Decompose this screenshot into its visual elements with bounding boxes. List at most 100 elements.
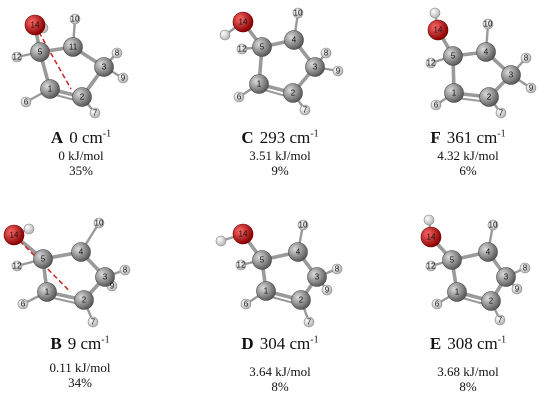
atom-label-H12: 12 [427, 59, 436, 68]
unit-exponent: -1 [310, 128, 319, 140]
atom-label-C1: 1 [455, 288, 460, 297]
atom-C4 [478, 242, 498, 262]
conformer-letter: F [430, 128, 441, 147]
frequency: 308 cm [447, 334, 498, 353]
atom-C3 [305, 57, 325, 77]
atom-H8 [331, 263, 343, 275]
atom-label-H6: 6 [237, 93, 242, 102]
atom-H7 [303, 316, 315, 328]
atom-H6 [233, 91, 245, 103]
atom-C5 [443, 46, 463, 66]
atom-label-H12: 12 [427, 262, 436, 271]
atom-H10 [69, 13, 81, 25]
atom-label-H10: 10 [95, 219, 104, 228]
atom-label-C1: 1 [45, 288, 50, 297]
atom-label-H9: 9 [336, 67, 341, 76]
atom-H10 [482, 18, 494, 30]
atom-O [427, 19, 449, 41]
atom-label-H7: 7 [93, 109, 98, 118]
atom-C3 [501, 65, 521, 85]
relative-energy: 0 kJ/mol [58, 148, 104, 163]
atom-label-H8: 8 [335, 265, 340, 274]
atom-O [232, 223, 254, 245]
atom-label-H6: 6 [435, 300, 440, 309]
atom-O [3, 224, 25, 246]
atom-label-C5: 5 [41, 255, 46, 264]
atom-H12 [235, 259, 247, 271]
atom-C4 [63, 37, 83, 57]
atom-C1 [447, 282, 467, 302]
population: 8% [271, 379, 289, 394]
atom-label-H9: 9 [110, 282, 115, 291]
atom-C4 [288, 242, 308, 262]
atom-H9 [525, 82, 537, 94]
atom-label-O: 14 [31, 21, 40, 30]
atom-H14 [23, 223, 35, 235]
atom-label-C3: 3 [102, 63, 107, 72]
atom-label-C2: 2 [82, 296, 87, 305]
population: 9% [271, 163, 289, 178]
frequency: 293 cm [259, 128, 311, 147]
atom-label-C4: 4 [292, 36, 297, 45]
atom-O [420, 226, 442, 248]
atom-label-H9: 9 [529, 84, 534, 93]
atom-C5 [442, 250, 462, 270]
atom-label-H10: 10 [484, 20, 493, 29]
atom-label-H7: 7 [91, 318, 96, 327]
population: 6% [459, 163, 477, 178]
atom-H10 [297, 219, 309, 231]
atom-label-H10: 10 [489, 221, 498, 230]
atom-label-H8: 8 [523, 264, 528, 273]
atom-H14 [429, 7, 441, 19]
atom-C2 [481, 291, 501, 311]
atom-C3 [94, 57, 114, 77]
atom-label-C1: 1 [48, 85, 53, 94]
population: 8% [459, 379, 477, 394]
atom-label-C4: 11 [69, 43, 78, 52]
unit-exponent: -1 [310, 334, 319, 346]
atom-label-C3: 3 [313, 63, 318, 72]
relative-energy: 3.51 kJ/mol [249, 148, 311, 163]
atom-C4 [476, 42, 496, 62]
atom-C4 [71, 242, 91, 262]
atom-C2 [291, 290, 311, 310]
atom-label-H10: 10 [299, 221, 308, 230]
atom-H12 [11, 51, 23, 63]
atom-H12 [11, 260, 23, 272]
atom-label-H8: 8 [115, 49, 120, 58]
conformer-letter: C [241, 128, 254, 147]
frequency: 9 cm [67, 334, 102, 353]
conformer-letter: B [50, 334, 62, 353]
atom-H6 [20, 96, 32, 108]
atom-C3 [95, 267, 115, 287]
atom-H10 [292, 7, 304, 19]
atom-C1 [444, 83, 464, 103]
atom-label-H10: 10 [71, 15, 80, 24]
atom-label-C5: 5 [450, 256, 455, 265]
atom-label-C1: 1 [264, 287, 269, 296]
atom-H10 [487, 219, 499, 231]
atom-label-C2: 2 [80, 93, 85, 102]
frequency: 0 cm [69, 128, 103, 147]
relative-energy: 3.68 kJ/mol [437, 364, 499, 379]
atom-H8 [111, 47, 123, 59]
atom-H7 [89, 107, 101, 119]
atom-label-C5: 5 [38, 48, 43, 57]
atom-C1 [37, 282, 57, 302]
unit-exponent: -1 [102, 128, 112, 140]
atom-H7 [494, 314, 506, 326]
atom-label-C4: 4 [484, 48, 489, 57]
atom-H6 [431, 298, 443, 310]
frequency: 361 cm [446, 128, 498, 147]
atom-C5 [252, 37, 272, 57]
atom-H14 [219, 29, 231, 41]
